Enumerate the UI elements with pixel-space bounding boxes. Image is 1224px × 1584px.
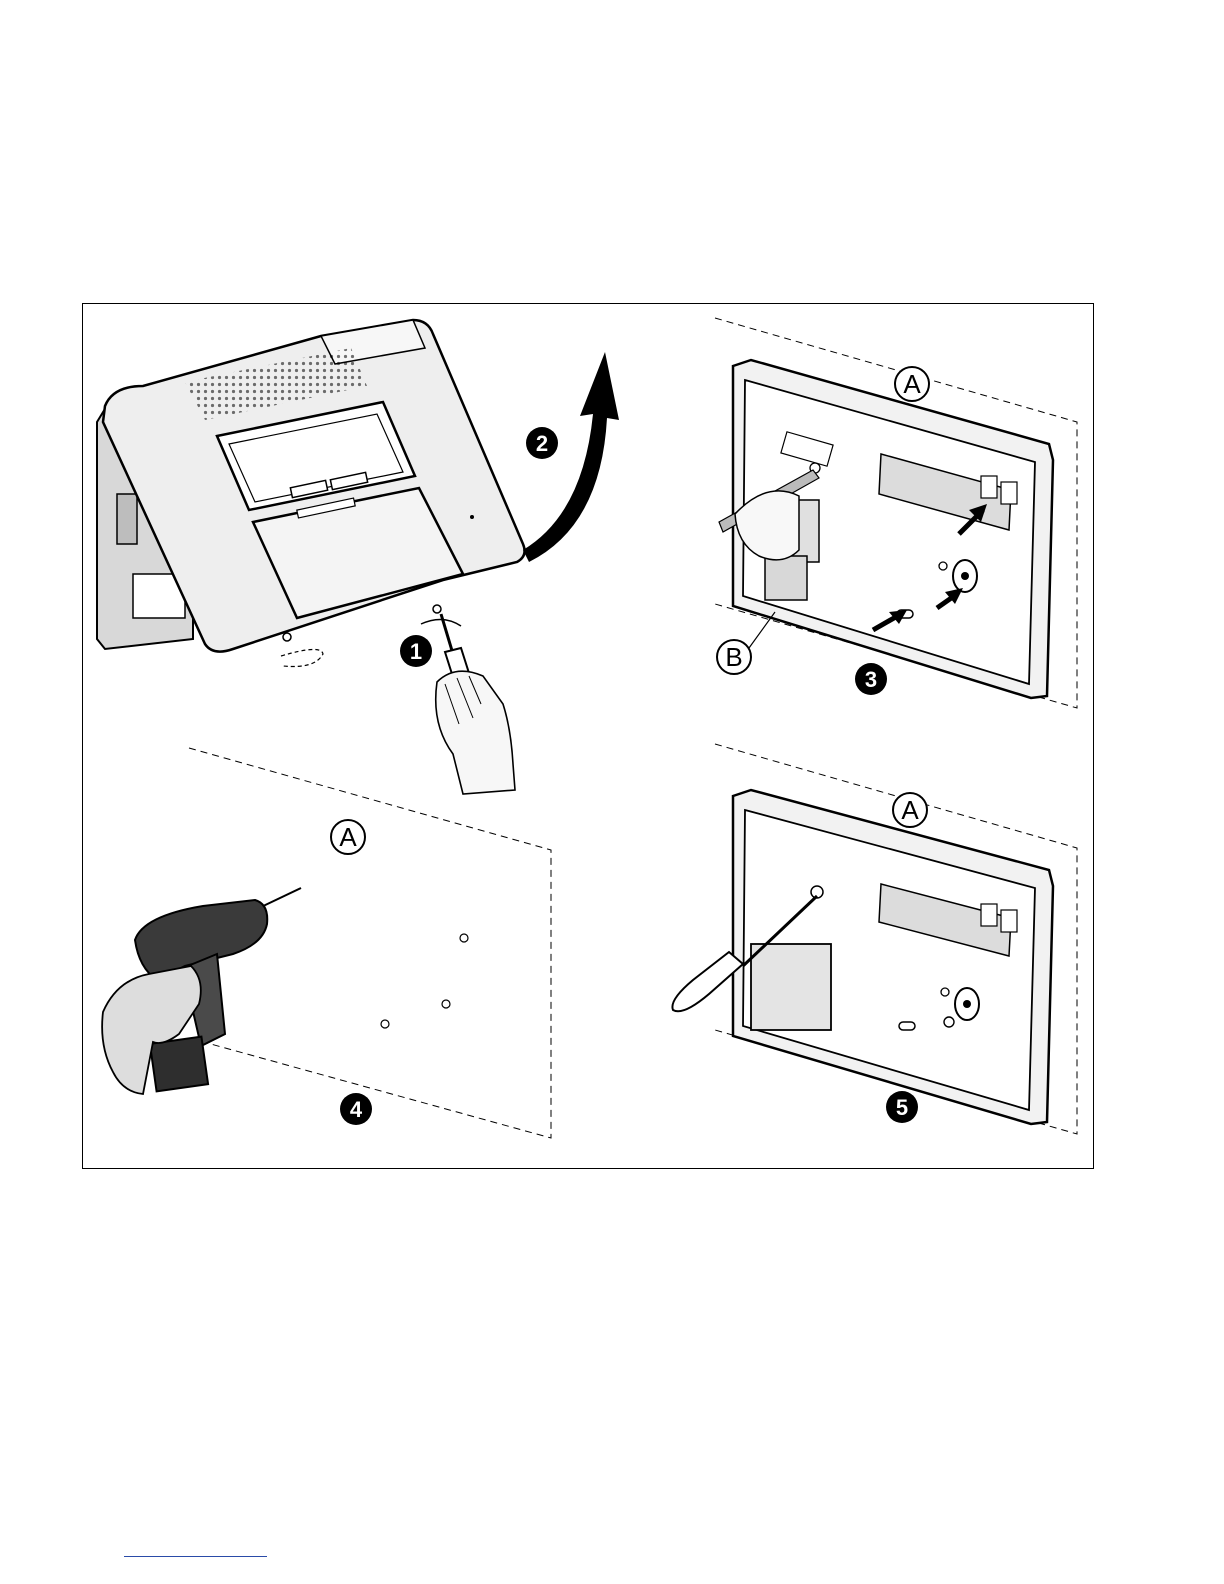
- installation-figure: 2 1 A: [82, 303, 1094, 1169]
- svg-text:B: B: [725, 642, 742, 672]
- svg-text:1: 1: [410, 639, 422, 664]
- drill-hole-mark: [442, 1000, 450, 1008]
- callout-a-step5: A: [893, 793, 927, 827]
- panel-front-cover-illustration: [97, 320, 525, 667]
- svg-text:A: A: [901, 795, 919, 825]
- svg-text:2: 2: [536, 431, 548, 456]
- svg-text:5: 5: [896, 1095, 908, 1120]
- step-badge-3: 3: [855, 663, 887, 695]
- svg-text:A: A: [903, 369, 921, 399]
- step-badge-2: 2: [526, 427, 558, 459]
- callout-a-step3: A: [895, 367, 929, 401]
- callout-a-step4: A: [331, 820, 365, 854]
- figure-canvas: 2 1 A: [83, 304, 1095, 1170]
- back-plate-step5: [672, 790, 1053, 1124]
- svg-text:A: A: [339, 822, 357, 852]
- step-badge-4: 4: [340, 1093, 372, 1125]
- hand-screwdriver-illustration: [436, 614, 515, 794]
- footnote-separator-line: [124, 1556, 267, 1557]
- callout-b-tamper: B: [717, 612, 775, 674]
- step-badge-1: 1: [400, 635, 432, 667]
- step-badge-5: 5: [886, 1091, 918, 1123]
- drill-hole-mark: [460, 934, 468, 942]
- svg-text:4: 4: [350, 1097, 363, 1122]
- back-plate-step3: [719, 360, 1053, 698]
- drill-illustration: [102, 888, 301, 1094]
- drill-hole-mark: [381, 1020, 389, 1028]
- svg-text:3: 3: [865, 667, 877, 692]
